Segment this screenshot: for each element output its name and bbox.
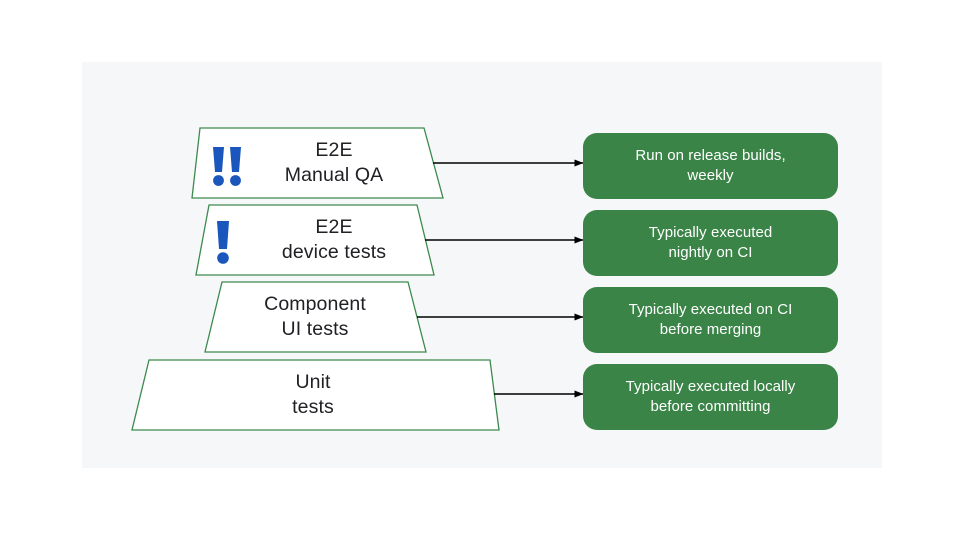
pyramid-level-e2e-manual-qa[interactable] — [191, 127, 444, 199]
exclamation-icon — [213, 147, 224, 186]
pyramid-level-component-ui-tests[interactable] — [204, 281, 427, 353]
pyramid-level-e2e-device-tests[interactable] — [195, 204, 435, 276]
callout-box-device-tests[interactable] — [583, 210, 838, 276]
callout-box-component-tests[interactable] — [583, 287, 838, 353]
pyramid-level-unit-tests[interactable] — [131, 359, 500, 431]
callout-box-manual-qa[interactable] — [583, 133, 838, 199]
exclamation-icon — [217, 221, 229, 264]
exclamation-icon — [230, 147, 241, 186]
callout-box-unit-tests[interactable] — [583, 364, 838, 430]
